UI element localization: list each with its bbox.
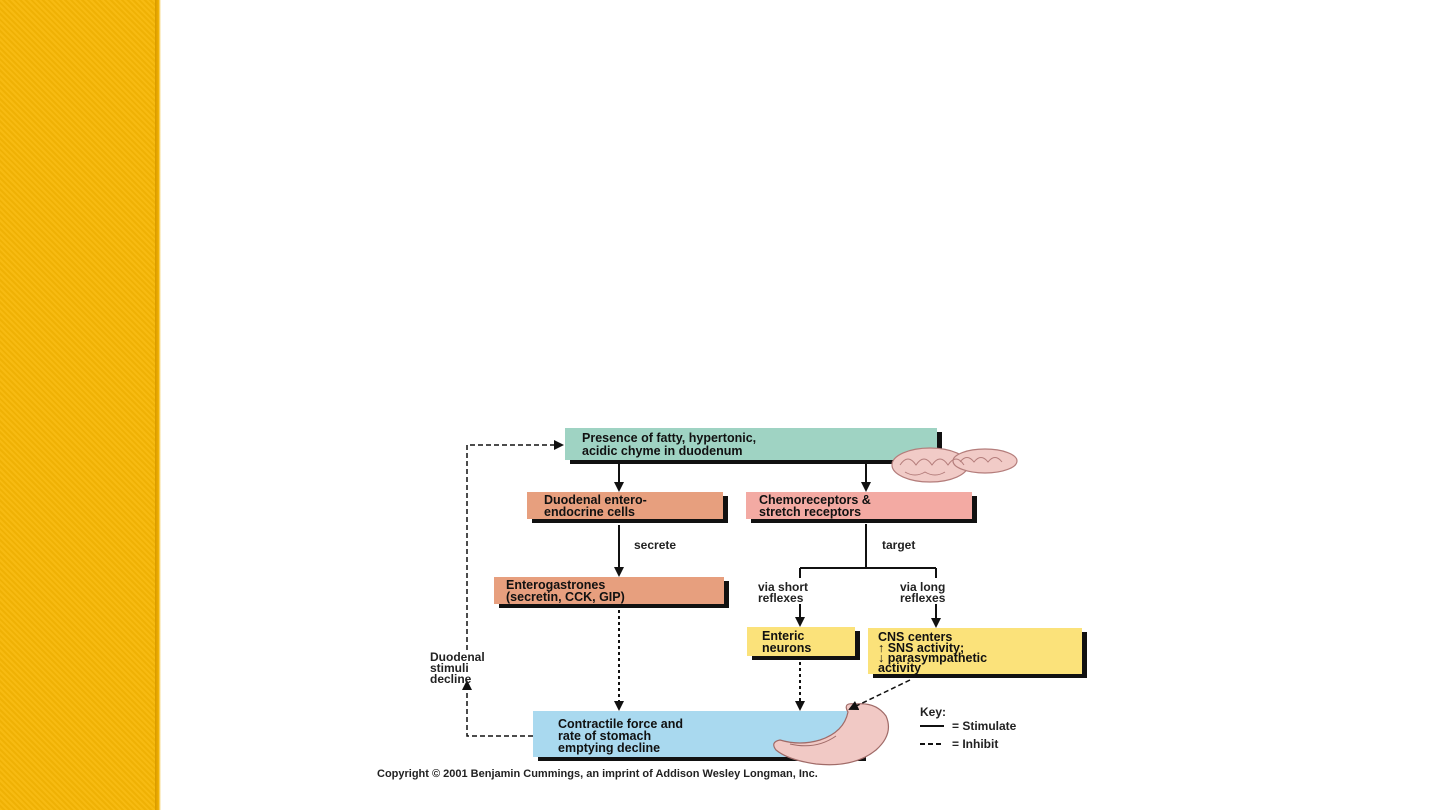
contractile-line-1: Contractile force and <box>558 717 683 731</box>
feedback-loop-lower <box>462 680 533 737</box>
cns-line-4: activity <box>878 661 921 675</box>
enterogastrones-line-2: (secretin, CCK, GIP) <box>506 590 625 604</box>
target-label: target <box>882 538 915 552</box>
chyme-line-1: Presence of fatty, hypertonic, <box>582 431 756 445</box>
enteric-line-2: neurons <box>762 641 811 655</box>
chemoreceptors-line-1: Chemoreceptors & <box>759 493 871 507</box>
enterogastrones-line-1: Enterogastrones <box>506 578 605 592</box>
cns-centers-box: CNS centers ↑ SNS activity; ↓ parasympat… <box>868 628 1087 678</box>
key-title: Key: <box>920 705 946 719</box>
stomach-icon <box>773 703 889 766</box>
key-stimulate: = Stimulate <box>952 719 1017 733</box>
secrete-label: secrete <box>634 538 676 552</box>
duodenal-cells-line-2: endocrine cells <box>544 505 635 519</box>
sidebar-edge <box>155 0 161 810</box>
feedback-line-2: stimuli <box>430 661 469 675</box>
duodenal-cells-line-1: Duodenal entero- <box>544 493 647 507</box>
long-reflex-line-1: via long <box>900 580 945 594</box>
enteric-neurons-box: Enteric neurons <box>747 627 860 660</box>
enterogastrones-box: Enterogastrones (secretin, CCK, GIP) <box>494 577 729 608</box>
contractile-line-2: rate of stomach <box>558 729 651 743</box>
enteric-line-1: Enteric <box>762 629 804 643</box>
duodenal-cells-box: Duodenal entero- endocrine cells <box>527 492 728 523</box>
contractile-line-3: emptying decline <box>558 741 660 755</box>
inhibit-arrow-cns <box>848 679 911 711</box>
chyme-line-2: acidic chyme in duodenum <box>582 444 742 458</box>
key-inhibit: = Inhibit <box>952 737 998 751</box>
chemoreceptors-box: Chemoreceptors & stretch receptors <box>746 492 977 523</box>
feedback-line-1: Duodenal <box>430 650 485 664</box>
short-reflex-line-2: reflexes <box>758 591 804 605</box>
long-reflex-line-2: reflexes <box>900 591 946 605</box>
feedback-loop-upper <box>466 440 564 650</box>
feedback-line-3: decline <box>430 672 472 686</box>
cns-line-2: ↑ SNS activity; <box>878 641 964 655</box>
chyme-box-fill <box>565 428 937 460</box>
chyme-box: Presence of fatty, hypertonic, acidic ch… <box>565 428 942 464</box>
chemoreceptors-line-2: stretch receptors <box>759 505 861 519</box>
sidebar-decoration <box>0 0 155 810</box>
short-reflex-line-1: via short <box>758 580 808 594</box>
cns-line-3: ↓ parasympathetic <box>878 651 987 665</box>
legend-key: Key: = Stimulate = Inhibit <box>920 705 1017 751</box>
cns-line-1: CNS centers <box>878 630 952 644</box>
duodenum-icon <box>891 447 1018 483</box>
copyright-text: Copyright © 2001 Benjamin Cummings, an i… <box>377 768 818 780</box>
